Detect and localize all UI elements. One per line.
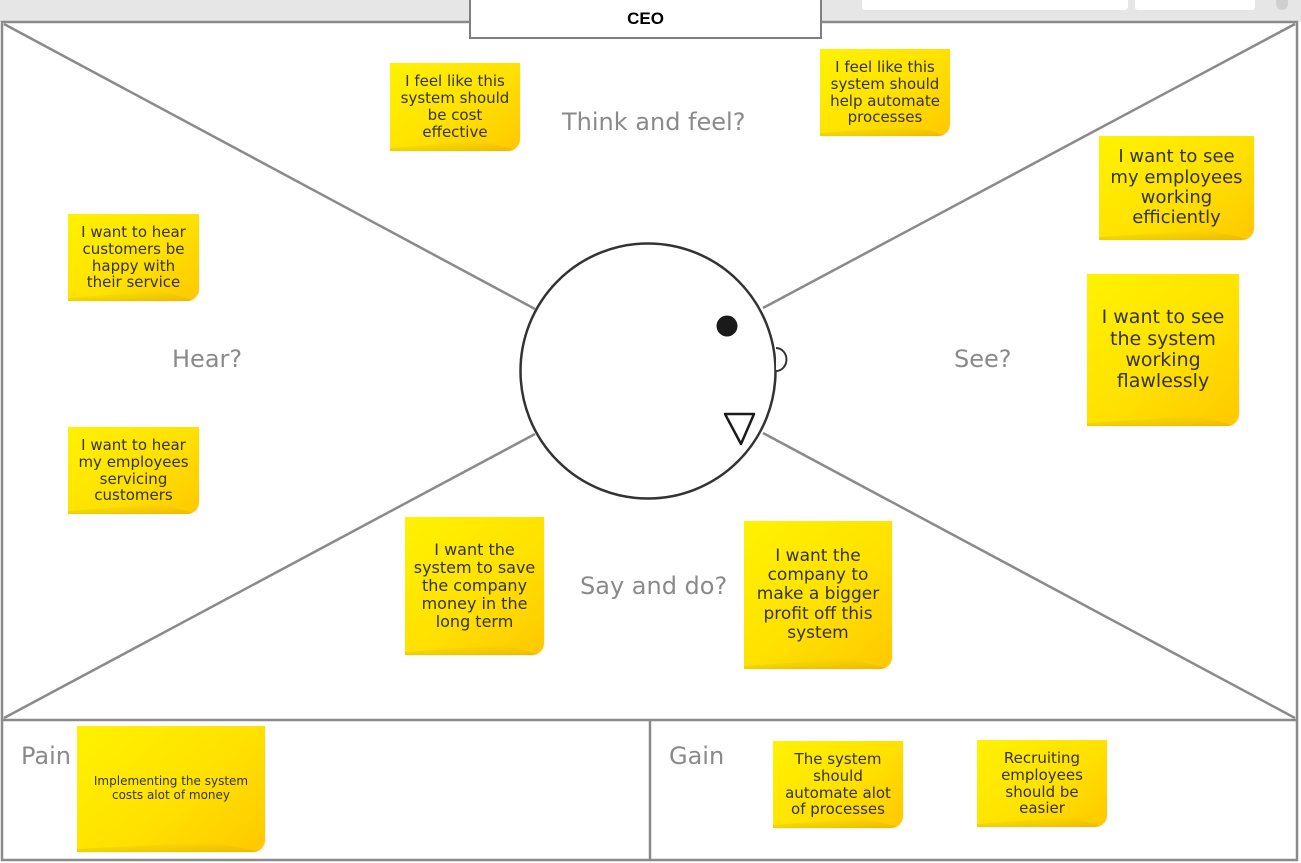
sticky-note-hear-2[interactable]: I want to hear my employees servicing cu…	[68, 427, 199, 514]
toolbar-search-field[interactable]	[862, 0, 1128, 10]
diagonal-top-left	[3, 22, 536, 311]
sticky-note-see-1[interactable]: I want to see my employees working effic…	[1099, 136, 1254, 240]
sticky-note-gain-1[interactable]: The system should automate alot of proce…	[773, 741, 903, 828]
diagonal-bottom-left	[3, 432, 536, 720]
persona-title[interactable]: CEO	[469, 0, 822, 39]
think-feel-label: Think and feel?	[562, 108, 746, 136]
sticky-note-pain-1[interactable]: Implementing the system costs alot of mo…	[77, 726, 265, 852]
pain-label: Pain	[21, 742, 71, 770]
diagonal-top-right	[762, 22, 1296, 310]
see-label: See?	[954, 345, 1012, 373]
toolbar-field[interactable]	[1135, 0, 1255, 10]
sticky-note-say-2[interactable]: I want the company to make a bigger prof…	[744, 521, 892, 669]
eye-dot	[716, 315, 738, 337]
toolbar-avatar[interactable]	[1276, 0, 1288, 10]
sticky-note-see-2[interactable]: I want to see the system working flawles…	[1087, 274, 1239, 426]
gain-label: Gain	[669, 742, 725, 770]
ear-shape	[775, 347, 788, 372]
hear-label: Hear?	[172, 345, 243, 373]
sticky-note-say-1[interactable]: I want the system to save the company mo…	[405, 517, 544, 655]
diagonal-bottom-right	[762, 431, 1296, 720]
say-do-label: Say and do?	[580, 572, 728, 600]
mouth-triangle	[723, 412, 756, 446]
sticky-note-think-1[interactable]: I feel like this system should be cost e…	[390, 63, 520, 151]
sticky-note-hear-1[interactable]: I want to hear customers be happy with t…	[68, 214, 199, 301]
head-circle	[519, 242, 777, 500]
sticky-note-gain-2[interactable]: Recruiting employees should be easier	[977, 740, 1107, 827]
sticky-note-think-2[interactable]: I feel like this system should help auto…	[820, 49, 950, 136]
